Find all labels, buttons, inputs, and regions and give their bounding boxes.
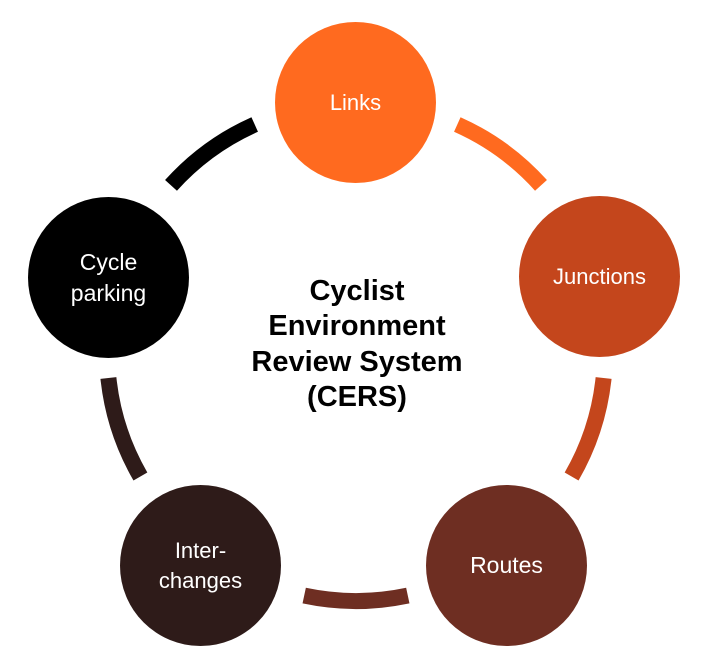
connector-interchanges-cycle-parking <box>100 377 148 481</box>
node-links-label: Links <box>329 89 382 115</box>
node-cycle-parking: Cycle parking <box>28 197 189 358</box>
connector-cycle-parking-links <box>165 117 259 191</box>
connector-routes-interchanges <box>302 587 410 610</box>
node-junctions: Junctions <box>519 196 680 357</box>
connector-links-junctions <box>453 117 547 191</box>
node-cycle-parking-label: Cycle parking <box>70 249 147 306</box>
node-routes: Routes <box>426 485 587 646</box>
diagram-title: Cyclist Environment Review System (CERS) <box>251 275 463 414</box>
node-routes-label: Routes <box>470 552 543 579</box>
connector-junctions-routes <box>564 377 612 481</box>
node-interchanges-label: Inter- changes <box>158 538 243 593</box>
node-links: Links <box>275 22 436 183</box>
node-interchanges: Inter- changes <box>120 485 281 646</box>
node-junctions-label: Junctions <box>553 263 646 289</box>
